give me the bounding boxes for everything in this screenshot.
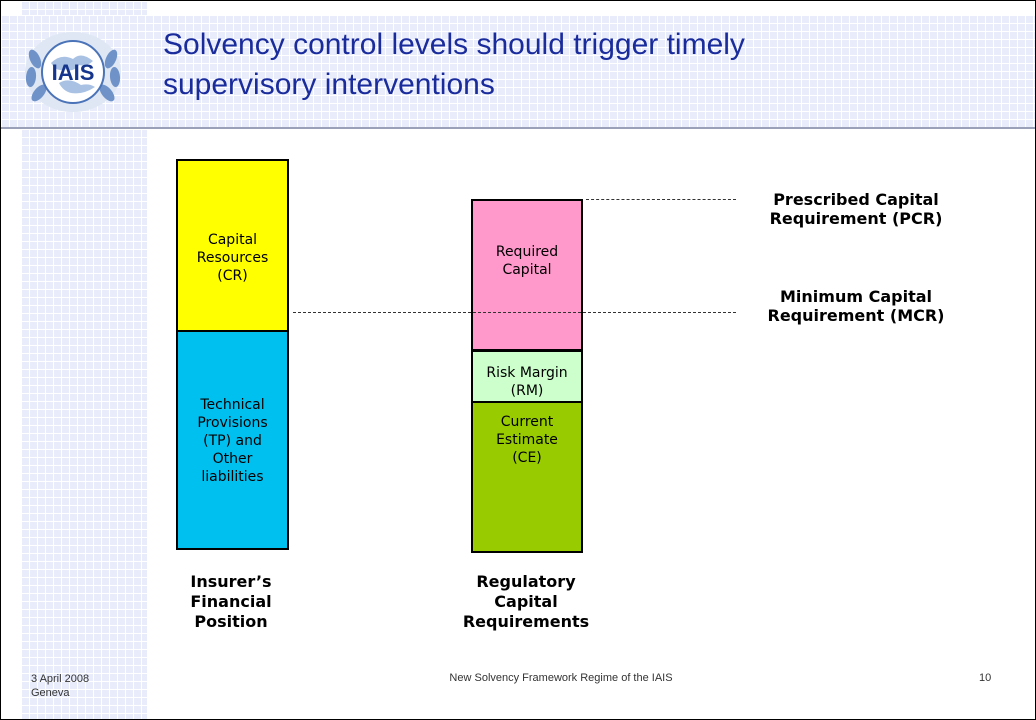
footer-date-text: 3 April 2008 <box>31 673 90 685</box>
required-capital-text: Required <box>495 244 559 260</box>
mcr-level-line <box>293 312 736 313</box>
pcr-level-line <box>586 199 736 200</box>
capital-resources-text: Capital <box>207 232 258 248</box>
caption-line: Financial <box>190 592 272 611</box>
mcr-label-line: Requirement (MCR) <box>767 306 945 325</box>
iais-logo: IAIS <box>21 29 125 115</box>
mcr-label-line: Minimum Capital <box>780 287 932 306</box>
pcr-label-line: Prescribed Capital <box>773 190 939 209</box>
capital-resources-text: Resources <box>196 250 269 266</box>
current-estimate-block: Current Estimate (CE) <box>471 401 583 553</box>
required-capital-text: Capital <box>502 262 552 278</box>
title-grid-band <box>1 15 1035 129</box>
caption-line: Insurer’s <box>190 572 272 591</box>
capital-resources-block: Capital Resources (CR) <box>176 159 289 332</box>
caption-line: Capital <box>494 592 558 611</box>
technical-provisions-block: Technical Provisions (TP) and Other liab… <box>176 330 289 550</box>
technical-provisions-text: Provisions <box>197 415 268 431</box>
pcr-label-line: Requirement (PCR) <box>769 209 943 228</box>
current-estimate-text: (CE) <box>512 450 542 466</box>
technical-provisions-text: Technical <box>200 397 265 413</box>
risk-margin-text: (RM) <box>510 383 544 399</box>
current-estimate-text: Current <box>500 414 554 430</box>
insurer-position-caption: Insurer’s Financial Position <box>161 572 301 632</box>
title-line-1: Solvency control levels should trigger t… <box>163 28 745 61</box>
risk-margin-text: Risk Margin <box>486 365 568 381</box>
pcr-label: Prescribed Capital Requirement (PCR) <box>746 190 966 228</box>
svg-text:IAIS: IAIS <box>52 60 95 85</box>
footer-place-text: Geneva <box>31 687 70 699</box>
slide-title: Solvency control levels should trigger t… <box>163 25 745 105</box>
footer-date: 3 April 2008 Geneva <box>31 672 89 700</box>
capital-resources-text: (CR) <box>217 268 248 284</box>
technical-provisions-text: (TP) and <box>203 433 262 449</box>
technical-provisions-text: Other <box>212 451 253 467</box>
footer-title: New Solvency Framework Regime of the IAI… <box>449 672 673 684</box>
caption-line: Regulatory <box>476 572 576 591</box>
mcr-label: Minimum Capital Requirement (MCR) <box>746 287 966 325</box>
caption-line: Position <box>194 612 268 631</box>
current-estimate-text: Estimate <box>496 432 558 448</box>
required-capital-block: Required Capital <box>471 199 583 351</box>
caption-line: Requirements <box>462 612 590 631</box>
page-number: 10 <box>979 672 992 684</box>
technical-provisions-text: liabilities <box>201 469 264 485</box>
regulatory-requirements-caption: Regulatory Capital Requirements <box>451 572 601 632</box>
risk-margin-block: Risk Margin (RM) <box>471 350 583 403</box>
title-line-2: supervisory interventions <box>163 68 495 101</box>
